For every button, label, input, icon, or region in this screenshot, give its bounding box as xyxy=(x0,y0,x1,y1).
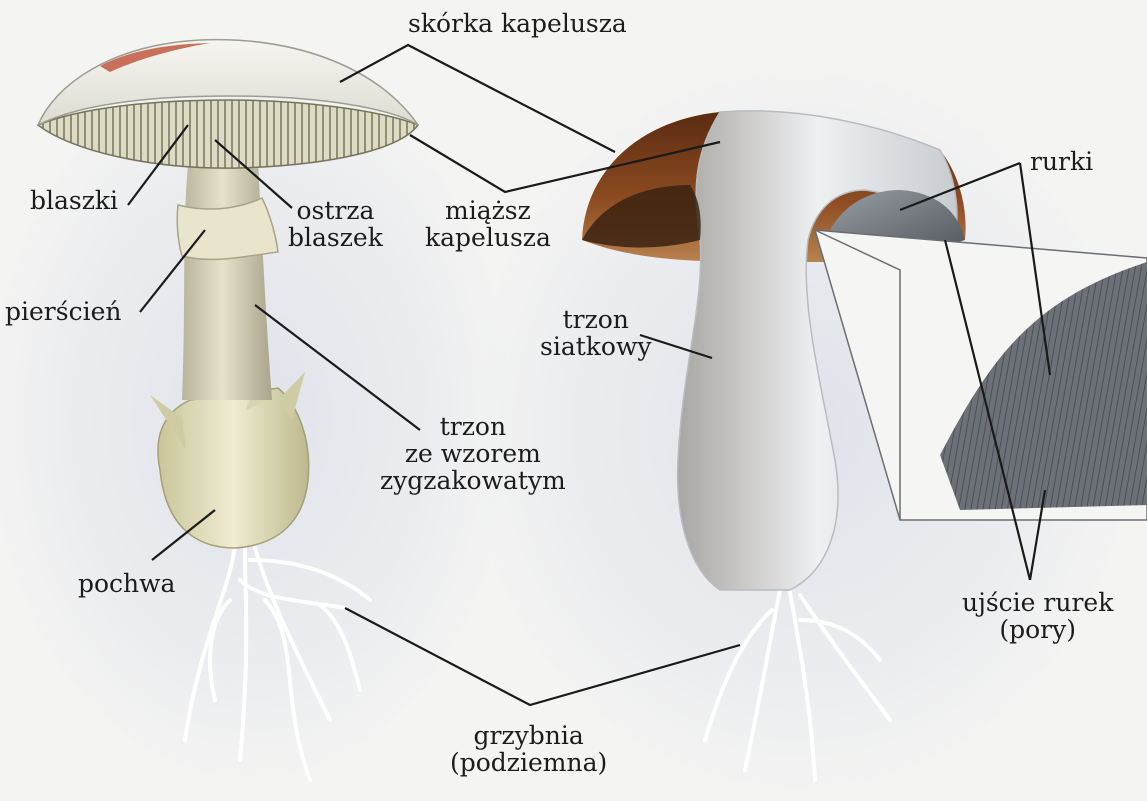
label-pores-line2: (pory) xyxy=(962,616,1113,643)
label-pores-line1: ujście rurek xyxy=(962,589,1113,616)
label-gills-text: blaszki xyxy=(30,187,118,214)
label-flesh-line1: miąższ xyxy=(425,197,551,224)
label-flesh: miąższ kapelusza xyxy=(425,197,551,251)
label-stem-zigzag-line3: zygzakowatym xyxy=(380,467,566,494)
label-tubes: rurki xyxy=(1030,148,1093,175)
label-mycelium-line2: (podziemna) xyxy=(450,749,607,776)
label-mycelium-line1: grzybnia xyxy=(450,722,607,749)
ring-drawing xyxy=(177,198,278,259)
volva-drawing xyxy=(158,388,309,548)
label-mycelium: grzybnia (podziemna) xyxy=(450,722,607,776)
label-ring: pierścień xyxy=(5,298,121,325)
amanita-stem-drawing xyxy=(182,160,272,400)
label-stem-zigzag: trzon ze wzorem zygzakowatym xyxy=(380,413,566,494)
label-gill-edges-line2: blaszek xyxy=(288,224,383,251)
label-pores: ujście rurek (pory) xyxy=(962,589,1113,643)
label-volva-text: pochwa xyxy=(78,570,175,597)
label-tubes-text: rurki xyxy=(1030,148,1093,175)
label-gills: blaszki xyxy=(30,187,118,214)
label-gill-edges: ostrza blaszek xyxy=(288,197,383,251)
label-flesh-line2: kapelusza xyxy=(425,224,551,251)
label-skin-text: skórka kapelusza xyxy=(408,10,627,37)
label-stem-net-line1: trzon xyxy=(540,306,652,333)
label-stem-zigzag-line1: trzon xyxy=(380,413,566,440)
label-stem-zigzag-line2: ze wzorem xyxy=(380,440,566,467)
label-ring-text: pierścień xyxy=(5,298,121,325)
label-volva: pochwa xyxy=(78,570,175,597)
label-stem-net: trzon siatkowy xyxy=(540,306,652,360)
label-stem-net-line2: siatkowy xyxy=(540,333,652,360)
label-skin: skórka kapelusza xyxy=(408,10,627,37)
label-gill-edges-line1: ostrza xyxy=(288,197,383,224)
